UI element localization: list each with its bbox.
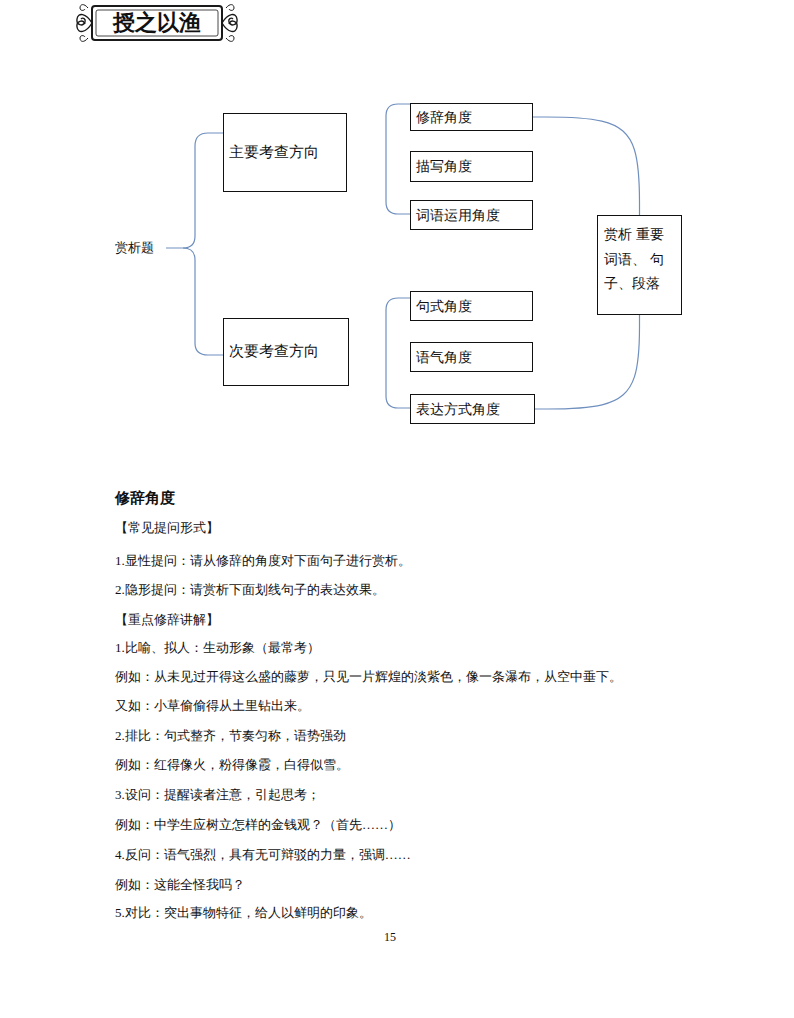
banner-frame [92, 6, 222, 40]
body-text: 1.显性提问：请从修辞的角度对下面句子进行赏析。 [115, 552, 411, 570]
body-text: 1.比喻、拟人：生动形象（最常考） [115, 639, 320, 657]
body-text: 5.对比：突出事物特征，给人以鲜明的印象。 [115, 904, 372, 922]
body-text: 例如：这能全怪我吗？ [115, 876, 245, 894]
subheading: 【重点修辞讲解】 [115, 611, 219, 629]
aspect-box: 描写角度 [410, 151, 533, 182]
body-text: 例如：从未见过开得这么盛的藤萝，只见一片辉煌的淡紫色，像一条瀑布，从空中垂下。 [115, 668, 622, 686]
section-heading: 修辞角度 [115, 488, 175, 509]
body-text: 4.反问：语气强烈，具有无可辩驳的力量，强调…… [115, 846, 411, 864]
aspect-box: 句式角度 [410, 291, 533, 321]
question-type-label: 赏析题 [115, 239, 154, 257]
target-box: 赏析 重要词语、 句子、段落 [597, 215, 682, 315]
category-box: 次要考查方向 [223, 318, 349, 386]
body-text: 例如：红得像火，粉得像霞，白得似雪。 [115, 756, 349, 774]
box-text: 赏析 重要词语、 句子、段落 [604, 222, 675, 296]
body-text: 例如：中学生应树立怎样的金钱观？（首先……） [115, 816, 401, 834]
banner-ornament [77, 21, 92, 31]
banner-ornament [222, 21, 237, 31]
aspect-box: 词语运用角度 [410, 200, 533, 230]
body-text: 3.设问：提醒读者注意，引起思考； [115, 786, 320, 804]
box-text: 词语运用角度 [416, 206, 500, 224]
page-number: 15 [384, 929, 396, 946]
box-text: 描写角度 [416, 157, 472, 175]
body-text: 2.排比：句式整齐，节奏匀称，语势强劲 [115, 727, 346, 745]
group-bracket [166, 133, 223, 248]
group-bracket [386, 298, 410, 408]
banner-ornament [226, 36, 234, 42]
banner-ornament [80, 36, 88, 42]
group-bracket [183, 248, 223, 355]
aspect-box: 表达方式角度 [410, 394, 535, 424]
body-text: 又如：小草偷偷得从土里钻出来。 [115, 697, 310, 715]
bracket-connector [533, 117, 640, 215]
box-text: 次要考查方向 [229, 342, 319, 362]
aspect-box: 修辞角度 [410, 103, 533, 131]
category-box: 主要考查方向 [223, 113, 347, 192]
group-bracket [386, 104, 410, 214]
banner-ornament [80, 5, 88, 11]
title-banner [77, 5, 237, 42]
subheading: 【常见提问形式】 [115, 519, 219, 537]
aspect-box: 语气角度 [410, 342, 533, 372]
page-title: 授之以渔 [92, 8, 222, 38]
box-text: 表达方式角度 [416, 400, 500, 418]
box-text: 修辞角度 [416, 108, 472, 126]
box-text: 主要考查方向 [229, 143, 319, 163]
box-text: 语气角度 [416, 348, 472, 366]
body-text: 2.隐形提问：请赏析下面划线句子的表达效果。 [115, 581, 385, 599]
bracket-connector [535, 315, 640, 409]
banner-ornament [226, 5, 234, 11]
box-text: 句式角度 [416, 297, 472, 315]
